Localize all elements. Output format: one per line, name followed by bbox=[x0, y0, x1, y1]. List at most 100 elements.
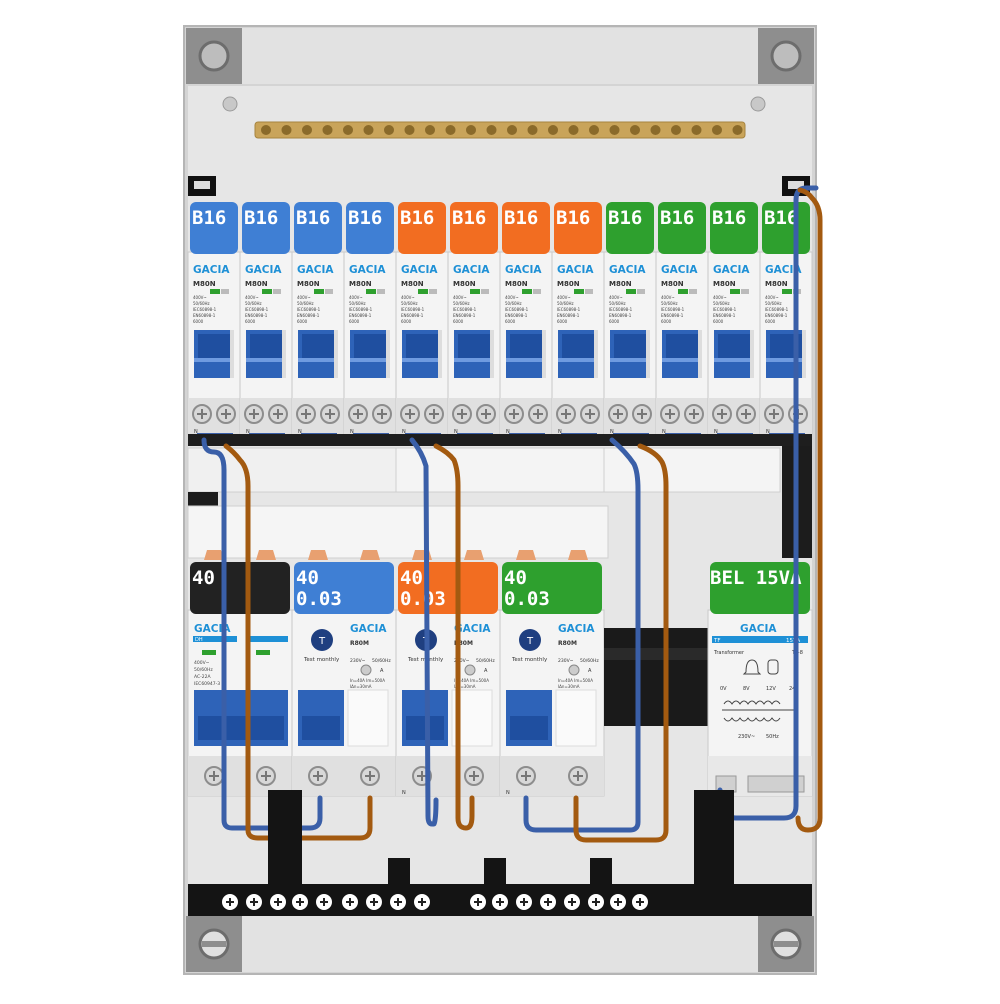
busbar-hole bbox=[650, 125, 661, 135]
rcd-freq-text: 50/60Hz bbox=[580, 658, 599, 664]
rcd-handle[interactable] bbox=[510, 716, 548, 740]
mcb-spec-line: IEC60898-1 bbox=[297, 307, 321, 312]
status-indicator bbox=[522, 289, 532, 294]
ce-mark bbox=[741, 289, 749, 294]
mcb-breaker[interactable]: B16GACIAM80N400V~50/60HzIEC60898-1EN6089… bbox=[655, 202, 709, 445]
mcb-breaker[interactable]: B16GACIAM80N400V~50/60HzIEC60898-1EN6089… bbox=[291, 202, 345, 445]
mcb-breaker[interactable]: B16GACIAM80N400V~50/60HzIEC60898-1EN6089… bbox=[187, 202, 241, 445]
status-indicator bbox=[202, 650, 216, 655]
lamp-icon bbox=[767, 659, 779, 675]
mcb-breaker[interactable]: B16GACIAM80N400V~50/60HzIEC60898-1EN6089… bbox=[707, 202, 761, 445]
rcd-sensitivity: 0.03 bbox=[504, 588, 550, 610]
mcb-spec-line: 6000 bbox=[245, 319, 256, 324]
mcb-breaker[interactable]: B16GACIAM80N400V~50/60HzIEC60898-1EN6089… bbox=[447, 202, 501, 445]
copper-busbar-pin bbox=[360, 550, 380, 560]
mcb-toggle-handle[interactable] bbox=[510, 334, 542, 360]
primary-winding-icon bbox=[723, 717, 781, 722]
mcb-spec-line: EN60898-1 bbox=[245, 313, 268, 318]
mcb-toggle-handle[interactable] bbox=[302, 334, 334, 360]
busbar-hole bbox=[507, 125, 517, 135]
mcb-toggle-handle[interactable] bbox=[406, 334, 438, 360]
corner-bracket-bottom-left bbox=[186, 916, 242, 972]
rcd-spec-line: In=40A Im=500A bbox=[454, 678, 489, 683]
rcd-rating-text: 230V~ bbox=[350, 658, 366, 664]
test-button[interactable] bbox=[519, 629, 541, 651]
corner-bracket-top-left bbox=[186, 28, 242, 84]
busbar-hole bbox=[609, 125, 620, 135]
busbar-hole bbox=[363, 125, 374, 135]
upper-comb-rail bbox=[188, 434, 812, 446]
busbar-hole bbox=[261, 125, 271, 135]
main-switch-handle[interactable] bbox=[198, 716, 284, 740]
mcb-spec-line: 400V~ bbox=[661, 295, 675, 300]
wire bbox=[573, 443, 669, 843]
status-indicator bbox=[256, 650, 270, 655]
mcb-toggle-handle[interactable] bbox=[614, 334, 646, 360]
mcb-spec-line: 400V~ bbox=[713, 295, 727, 300]
brand-logo: GACIA bbox=[350, 623, 387, 635]
neutral-mark: N bbox=[662, 429, 666, 435]
mcb-breaker[interactable]: B16GACIAM80N400V~50/60HzIEC60898-1EN6089… bbox=[395, 202, 449, 445]
rcd-spec-line: In=40A Im=500A bbox=[350, 678, 385, 683]
ce-mark bbox=[377, 289, 385, 294]
mcb-toggle-handle[interactable] bbox=[198, 334, 230, 360]
mcb-toggle-handle[interactable] bbox=[562, 334, 594, 360]
mcb-toggle-handle[interactable] bbox=[718, 334, 750, 360]
brand-logo: GACIA bbox=[765, 264, 802, 276]
busbar-hole bbox=[732, 125, 743, 135]
busbar-hole bbox=[302, 125, 312, 135]
mcb-spec-line: 400V~ bbox=[193, 295, 207, 300]
upper-comb-cover-3 bbox=[603, 447, 781, 493]
mcb-spec-line: 50/60Hz bbox=[401, 301, 418, 306]
mcb-rating-label: B16 bbox=[660, 207, 694, 229]
rcd-label-cap bbox=[294, 562, 394, 614]
test-button[interactable] bbox=[311, 629, 333, 651]
status-indicator bbox=[626, 289, 636, 294]
busbar-hole bbox=[671, 125, 681, 135]
mcb-rating-label: B16 bbox=[400, 207, 434, 229]
wire bbox=[223, 443, 373, 841]
mcb-spec-line: IEC60898-1 bbox=[713, 307, 737, 312]
transformer-tap-label: 24 bbox=[789, 686, 795, 692]
mcb-spec-line: IEC60898-1 bbox=[245, 307, 269, 312]
rcd-spec-line: IΔn=30mA bbox=[558, 684, 580, 689]
mcb-label-cap bbox=[606, 202, 654, 254]
rcd-indicator-icon bbox=[464, 664, 476, 676]
mcb-breaker[interactable]: B16GACIAM80N400V~50/60HzIEC60898-1EN6089… bbox=[603, 202, 657, 445]
mcb-toggle-handle[interactable] bbox=[354, 334, 386, 360]
mcb-label-cap bbox=[710, 202, 758, 254]
mcb-spec-line: EN60898-1 bbox=[297, 313, 320, 318]
status-indicator bbox=[678, 289, 688, 294]
transformer-badge: 15VA bbox=[786, 638, 800, 644]
main-switch-model: DH bbox=[195, 637, 203, 643]
mcb-toggle-handle[interactable] bbox=[458, 334, 490, 360]
rcd-label-cap bbox=[398, 562, 498, 614]
rcd-indicator-icon bbox=[360, 664, 372, 676]
rcd-spec-line: In=40A Im=500A bbox=[558, 678, 593, 683]
brand-logo: GACIA bbox=[401, 264, 438, 276]
busbar-hole bbox=[691, 125, 702, 135]
mcb-toggle-handle[interactable] bbox=[250, 334, 282, 360]
mcb-breaker[interactable]: B16GACIAM80N400V~50/60HzIEC60898-1EN6089… bbox=[499, 202, 553, 445]
screw-hole-right bbox=[750, 96, 766, 112]
mcb-spec-line: 400V~ bbox=[453, 295, 467, 300]
mcb-model: M80N bbox=[505, 280, 528, 288]
mcb-breaker[interactable]: B16GACIAM80N400V~50/60HzIEC60898-1EN6089… bbox=[239, 202, 293, 445]
mcb-spec-line: 50/60Hz bbox=[505, 301, 522, 306]
mcb-breaker[interactable]: B16GACIAM80N400V~50/60HzIEC60898-1EN6089… bbox=[759, 202, 813, 445]
rcd-current-rating: 40 bbox=[504, 567, 527, 589]
mcb-toggle-handle[interactable] bbox=[666, 334, 698, 360]
mcb-spec-line: 6000 bbox=[661, 319, 672, 324]
mcb-breaker[interactable]: B16GACIAM80N400V~50/60HzIEC60898-1EN6089… bbox=[551, 202, 605, 445]
rcd-handle[interactable] bbox=[302, 716, 340, 740]
brand-logo: GACIA bbox=[740, 623, 777, 635]
mcb-rating-label: B16 bbox=[296, 207, 330, 229]
neutral-mark: N bbox=[766, 429, 770, 435]
rcd-sensitivity: 0.03 bbox=[296, 588, 342, 610]
mcb-breaker[interactable]: B16GACIAM80N400V~50/60HzIEC60898-1EN6089… bbox=[343, 202, 397, 445]
